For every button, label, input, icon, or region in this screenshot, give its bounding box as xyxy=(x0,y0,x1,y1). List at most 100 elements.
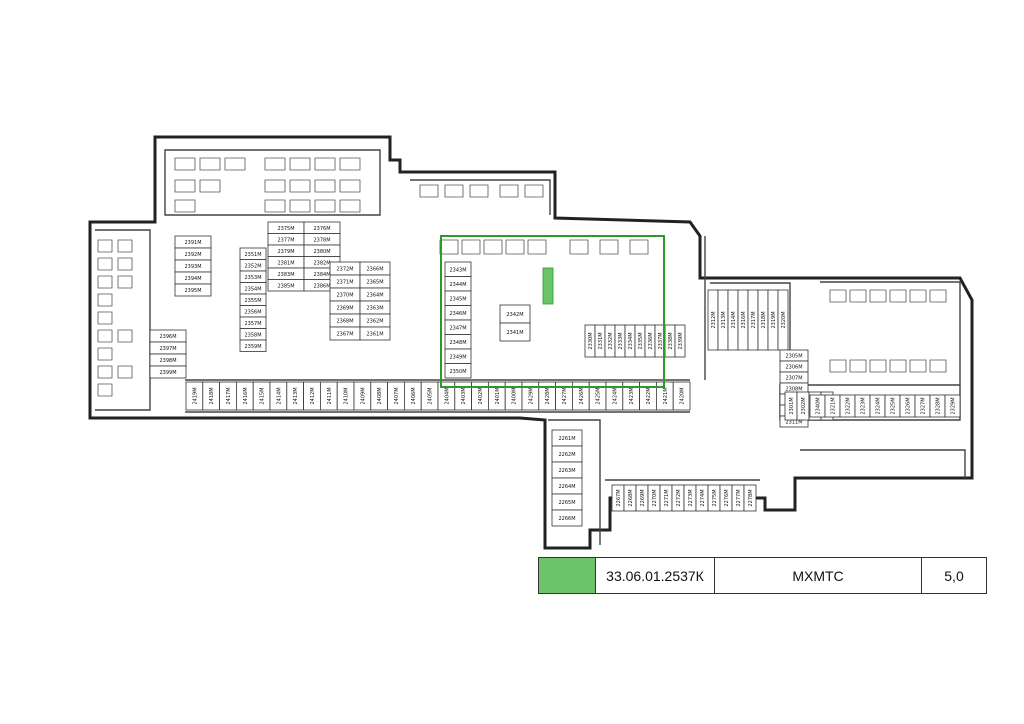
room-cell[interactable]: 2261М xyxy=(551,429,583,447)
room-cell[interactable]: 2327М xyxy=(914,394,931,418)
room-cell[interactable]: 2346М xyxy=(444,305,472,321)
room-cell[interactable]: 2274М xyxy=(695,484,709,512)
room-cell[interactable]: 2324М xyxy=(869,394,886,418)
room-cell[interactable]: 2313М xyxy=(717,289,729,351)
room-cell[interactable]: 2266М xyxy=(551,509,583,527)
room-cell[interactable]: 2307М xyxy=(779,371,809,384)
room-cell[interactable]: 2408М xyxy=(370,381,388,411)
room-cell[interactable]: 2362М xyxy=(359,313,391,328)
room-cell[interactable]: 2339М xyxy=(674,324,686,358)
room-cell[interactable]: 2348М xyxy=(444,334,472,350)
room-cell[interactable]: 2405М xyxy=(420,381,439,411)
room-cell[interactable]: 2395М xyxy=(174,283,212,297)
room-cell[interactable]: 2379М xyxy=(267,244,305,257)
room-cell[interactable]: 2414М xyxy=(269,381,288,411)
room-cell[interactable]: 2363М xyxy=(359,300,391,315)
room-cell[interactable]: 2302М xyxy=(796,391,810,421)
room-cell[interactable]: 2361М xyxy=(359,326,391,341)
room-cell[interactable]: 2368М xyxy=(329,313,361,328)
room-cell[interactable]: 2273М xyxy=(683,484,697,512)
room-cell[interactable]: 2331М xyxy=(594,324,606,358)
room-cell[interactable]: 2271М xyxy=(659,484,673,512)
room-cell[interactable]: 2371М xyxy=(329,274,361,289)
room-cell[interactable]: 2385М xyxy=(267,279,305,292)
room-cell[interactable]: 2353М xyxy=(239,270,267,283)
room-cell[interactable]: 2358М xyxy=(239,328,267,341)
room-cell[interactable]: 2264М xyxy=(551,477,583,495)
room-cell[interactable]: 2409М xyxy=(353,381,372,411)
highlighted-room[interactable] xyxy=(542,267,554,305)
room-cell[interactable]: 2332М xyxy=(604,324,616,358)
room-cell[interactable]: 2319М xyxy=(767,289,779,351)
room-cell[interactable]: 2318М xyxy=(757,289,769,351)
room-cell[interactable]: 2323М xyxy=(854,394,871,418)
room-cell[interactable]: 2325М xyxy=(884,394,901,418)
room-cell[interactable]: 2320М xyxy=(777,289,789,351)
room-cell[interactable]: 2268М xyxy=(623,484,637,512)
room-cell[interactable]: 2356М xyxy=(239,305,267,318)
room-cell[interactable]: 2413М xyxy=(286,381,304,411)
room-cell[interactable]: 2335М xyxy=(634,324,646,358)
room-cell[interactable]: 2330М xyxy=(584,324,596,358)
room-cell[interactable]: 2277М xyxy=(731,484,745,512)
room-cell[interactable]: 2364М xyxy=(359,287,391,302)
room-cell[interactable]: 2333М xyxy=(614,324,626,358)
room-cell[interactable]: 2365М xyxy=(359,274,391,289)
room-cell[interactable]: 2316М xyxy=(737,289,749,351)
room-cell[interactable]: 2394М xyxy=(174,271,212,285)
room-cell[interactable]: 2317М xyxy=(747,289,759,351)
room-cell[interactable]: 2381М xyxy=(267,256,305,269)
room-cell[interactable]: 2334М xyxy=(624,324,636,358)
room-cell[interactable]: 2306М xyxy=(779,360,809,373)
room-cell[interactable]: 2359М xyxy=(239,339,267,352)
room-cell[interactable]: 2417М xyxy=(219,381,237,411)
room-cell[interactable]: 2416М xyxy=(235,381,254,411)
room-cell[interactable]: 2270М xyxy=(647,484,661,512)
room-cell[interactable]: 2328М xyxy=(929,394,946,418)
room-cell[interactable]: 2347М xyxy=(444,319,472,335)
room-cell[interactable]: 2378М xyxy=(303,233,341,246)
room-cell[interactable]: 2267М xyxy=(611,484,625,512)
room-cell[interactable]: 2412М xyxy=(303,381,321,411)
room-cell[interactable]: 2376М xyxy=(303,221,341,234)
room-cell[interactable]: 2366М xyxy=(359,261,391,276)
room-cell[interactable]: 2415М xyxy=(252,381,271,411)
room-cell[interactable]: 2345М xyxy=(444,290,472,306)
room-cell[interactable]: 2418М xyxy=(202,381,221,411)
room-cell[interactable]: 2301М xyxy=(784,391,798,421)
room-cell[interactable]: 2420М xyxy=(672,381,691,411)
room-cell[interactable]: 2406М xyxy=(403,381,422,411)
room-cell[interactable]: 2272М xyxy=(671,484,685,512)
room-cell[interactable]: 2402М xyxy=(471,381,489,411)
room-cell[interactable]: 2278М xyxy=(743,484,757,512)
room-cell[interactable]: 2329М xyxy=(944,394,961,418)
room-cell[interactable]: 2375М xyxy=(267,221,305,234)
room-cell[interactable]: 2269М xyxy=(635,484,649,512)
room-cell[interactable]: 2314М xyxy=(727,289,739,351)
room-cell[interactable]: 2263М xyxy=(551,461,583,479)
room-cell[interactable]: 2344М xyxy=(444,276,472,292)
room-cell[interactable]: 2276М xyxy=(719,484,733,512)
room-cell[interactable]: 2429М xyxy=(521,381,540,411)
room-cell[interactable]: 2305М xyxy=(779,349,809,362)
room-cell[interactable]: 2393М xyxy=(174,259,212,273)
room-cell[interactable]: 2410М xyxy=(336,381,355,411)
room-cell[interactable]: 2312М xyxy=(707,289,719,351)
room-cell[interactable]: 2262М xyxy=(551,445,583,463)
room-cell[interactable]: 2321М xyxy=(824,394,841,418)
room-cell[interactable]: 2275М xyxy=(707,484,721,512)
room-cell[interactable]: 2357М xyxy=(239,316,267,329)
room-cell[interactable]: 2349М xyxy=(444,348,472,364)
room-cell[interactable]: 2355М xyxy=(239,293,267,306)
room-cell[interactable]: 2399М xyxy=(149,365,187,379)
room-cell[interactable]: 2354М xyxy=(239,282,267,295)
room-cell[interactable]: 2322М xyxy=(839,394,856,418)
room-cell[interactable]: 2326М xyxy=(899,394,916,418)
room-cell[interactable]: 2383М xyxy=(267,267,305,280)
room-cell[interactable]: 2369М xyxy=(329,300,361,315)
room-cell[interactable]: 2341М xyxy=(499,322,531,342)
room-cell[interactable]: 2396М xyxy=(149,329,187,343)
room-cell[interactable]: 2352М xyxy=(239,259,267,272)
room-cell[interactable]: 2372М xyxy=(329,261,361,276)
room-cell[interactable]: 2342М xyxy=(499,304,531,324)
